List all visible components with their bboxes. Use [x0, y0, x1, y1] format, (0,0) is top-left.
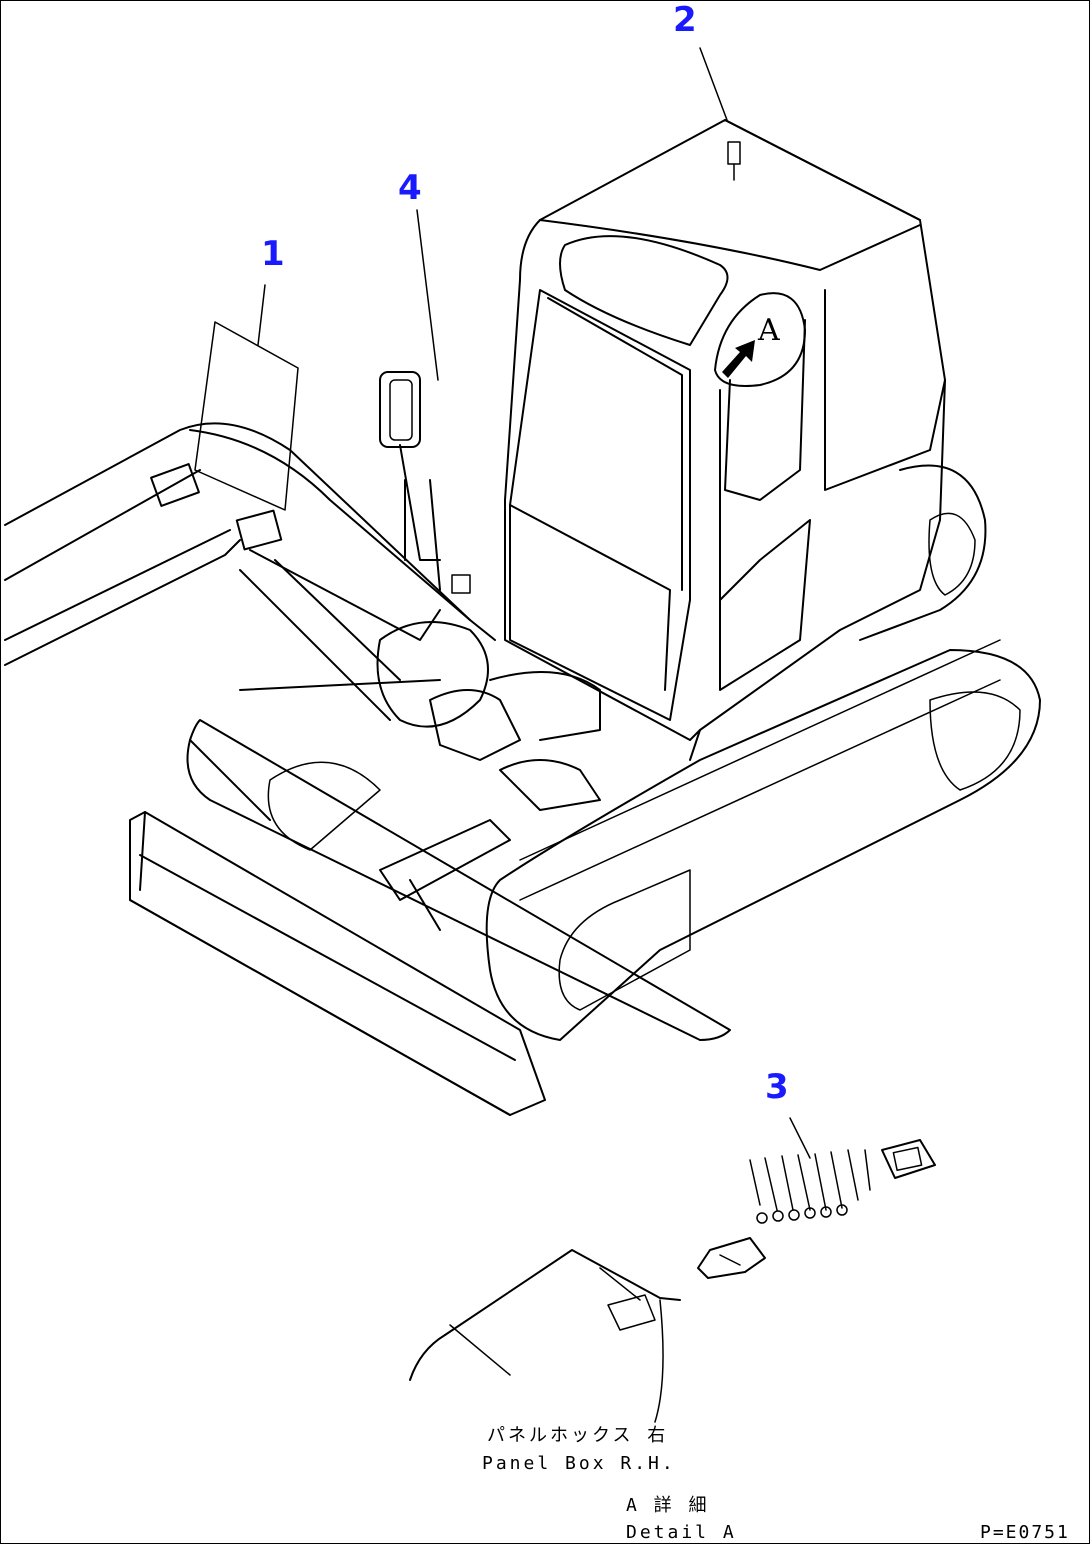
boom-outline [4, 422, 496, 721]
part-4-lever [379, 371, 471, 594]
panel-box-rh [409, 1249, 681, 1381]
callout-1: 1 [261, 237, 285, 271]
callout-3-label: 3 [765, 1067, 789, 1107]
dozer-blade [129, 811, 546, 1116]
right-track [485, 639, 1041, 1041]
callout-4: 4 [398, 171, 422, 205]
detail-a-pointer [714, 292, 806, 387]
part-1-plate [194, 321, 299, 511]
callout-2: 2 [673, 3, 697, 37]
callout-4-label: 4 [398, 168, 422, 208]
detail-a-marker-label: A [758, 313, 780, 348]
drawing-code: P=E0751 [980, 1522, 1070, 1543]
callout-3: 3 [765, 1070, 789, 1104]
part-2-marker [727, 141, 741, 181]
panel-box-caption-en: Panel Box R.H. [482, 1453, 676, 1474]
leader-lines [257, 47, 811, 1423]
panel-box-caption-jp: パネルホックス 右 [487, 1425, 669, 1446]
part-3-switch-assembly [697, 1139, 936, 1279]
callout-2-label: 2 [673, 0, 697, 40]
cab-outline [504, 119, 987, 761]
callout-1-label: 1 [261, 234, 285, 274]
detail-a-caption-en: Detail A [626, 1522, 737, 1543]
left-track [186, 679, 731, 1041]
detail-a-caption-jp: A 詳 細 [626, 1495, 710, 1516]
